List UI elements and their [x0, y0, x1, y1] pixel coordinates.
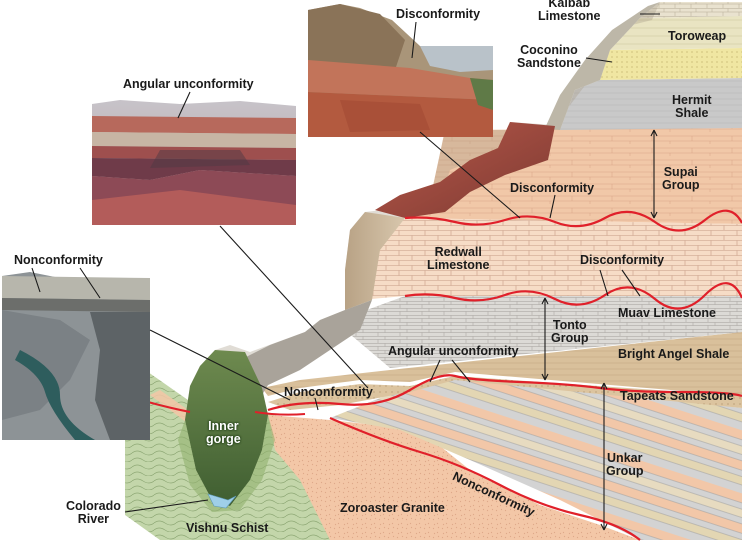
callout-nonconformity-photo: Nonconformity	[14, 253, 103, 267]
label-bright-angel-shale: Bright Angel Shale	[618, 347, 730, 361]
nonconformity-line-granite	[329, 416, 641, 541]
gorge-wall	[178, 415, 275, 512]
callout-disconformity-muav: Disconformity	[580, 253, 665, 267]
label-tapeats-sandstone: Tapeats Sandstone	[620, 389, 734, 403]
photo-nonconformity	[2, 272, 150, 440]
hermit-shale-layer	[560, 78, 742, 130]
callout-nonconformity-tapeats: Nonconformity	[284, 385, 373, 399]
redwall-cliff	[345, 212, 405, 310]
toroweap-layer	[610, 16, 742, 50]
callout-disconformity-photo: Disconformity	[396, 7, 481, 21]
label-coconino-sandstone: Coconino Sandstone	[517, 43, 581, 70]
photo-disconformity	[308, 4, 493, 137]
label-redwall-limestone: Redwall Limestone	[427, 245, 490, 272]
disconformity-line-supai	[404, 209, 742, 232]
zoroaster-granite-layer	[268, 415, 640, 540]
disconformity-line-muav	[404, 282, 742, 310]
tapeats-sandstone-layer	[268, 376, 742, 410]
bright-angel-shale-layer	[262, 332, 742, 396]
unkar-group-layer	[330, 376, 742, 540]
redwall-limestone-layer	[360, 218, 742, 300]
inner-gorge	[185, 350, 268, 506]
label-hermit-shale: Hermit Shale	[672, 93, 712, 120]
label-vishnu-schist: Vishnu Schist	[186, 521, 269, 535]
coconino-sandstone-layer	[600, 48, 742, 80]
label-kaibab-limestone: Kaibab Limestone	[538, 0, 601, 23]
kaibab-limestone-layer	[640, 2, 742, 18]
callout-angular-unconformity-photo: Angular unconformity	[123, 77, 254, 91]
label-muav-limestone: Muav Limestone	[618, 306, 716, 320]
label-supai-group: Supai Group	[662, 165, 700, 192]
label-colorado-river: Colorado River	[66, 499, 121, 526]
callout-angular-unconformity-unkar: Angular unconformity	[388, 344, 519, 358]
label-unkar-group: Unkar Group	[606, 451, 644, 478]
label-inner-gorge: Inner gorge	[206, 419, 241, 446]
upper-slope	[545, 2, 660, 130]
label-zoroaster-granite: Zoroaster Granite	[340, 501, 445, 515]
angular-unconformity-line	[267, 374, 742, 412]
tonto-platform	[240, 300, 372, 395]
colorado-river	[207, 493, 237, 509]
leader-lines	[31, 13, 660, 513]
nonconformity-line-schist	[147, 401, 306, 416]
photo-angular-unconformity	[92, 100, 296, 225]
label-toroweap: Toroweap	[668, 29, 727, 43]
callout-disconformity-supai: Disconformity	[510, 181, 595, 195]
muav-limestone-layer	[345, 296, 742, 368]
range-arrows	[541, 129, 658, 531]
label-tonto-group: Tonto Group	[551, 318, 589, 345]
